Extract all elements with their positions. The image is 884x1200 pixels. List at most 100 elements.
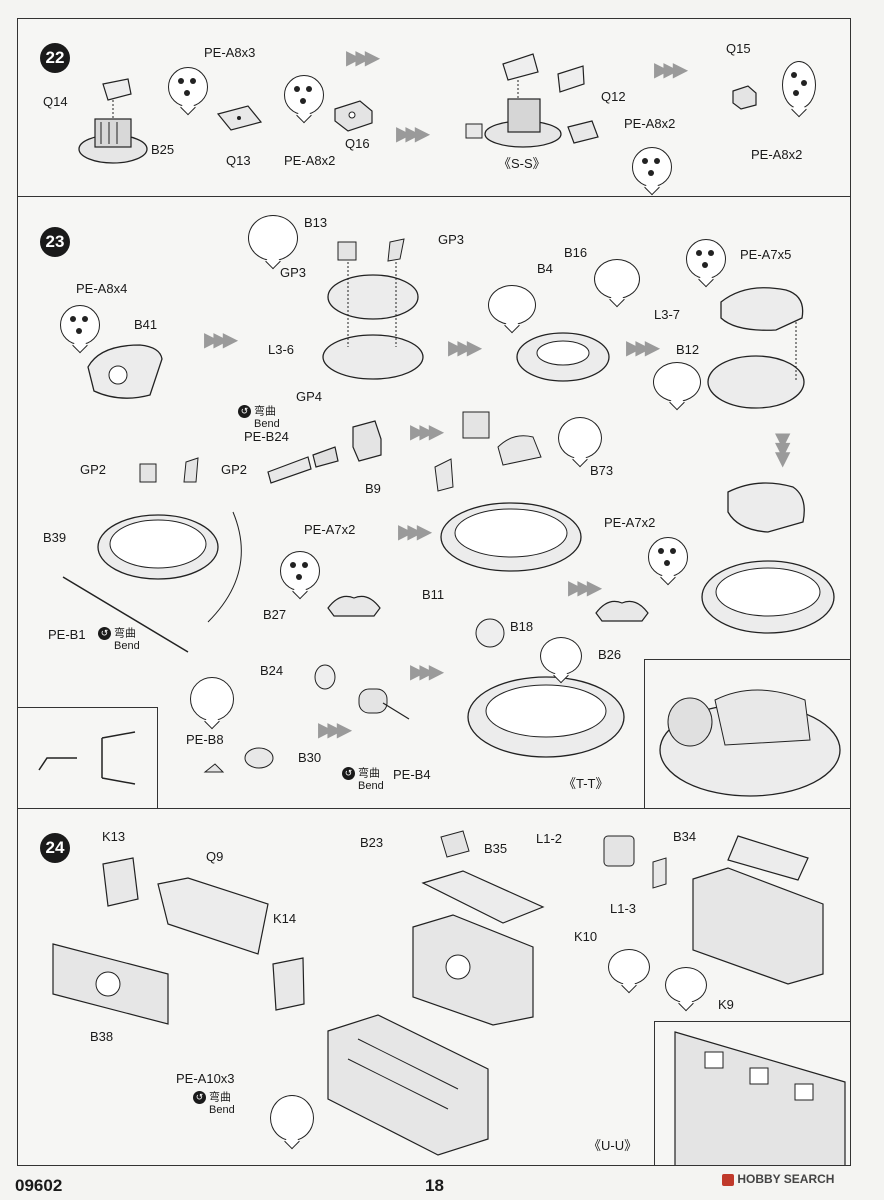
gp4-b9-bracket-part [267, 420, 382, 484]
label-b13: B13 [304, 215, 328, 230]
k10-detail-bubble [608, 949, 650, 985]
label-q15: Q15 [726, 41, 751, 56]
stowage-box-left-assembly [52, 857, 305, 1025]
b18-detail-bubble [540, 637, 582, 675]
label-q16: Q16 [345, 136, 370, 151]
hatch-ring-l3-6 [322, 238, 424, 380]
label-b18: B18 [510, 619, 534, 634]
q13-bracket-part [216, 105, 263, 131]
b73-detail-bubble [558, 417, 602, 459]
b25-hatch-part [78, 78, 148, 164]
label-b12: B12 [676, 342, 700, 357]
footer-page-number: 18 [425, 1176, 444, 1195]
pe-a7x5-detail-bubble [686, 239, 726, 279]
label-u-u: 《U-U》 [588, 1138, 638, 1153]
label-l1-2: L1-2 [536, 831, 563, 846]
b11-turret-ring-assembly [434, 411, 582, 572]
pe-a7x2-detail-bubble-2 [648, 537, 688, 577]
k9-detail-bubble [665, 967, 707, 1003]
label-b16: B16 [564, 245, 588, 260]
s-s-hatch-assembly [465, 53, 585, 148]
pe-a10x3-detail-bubble [270, 1095, 314, 1141]
pe-a8x2-detail-bubble-2 [632, 147, 672, 187]
label-b9: B9 [365, 481, 381, 496]
b39-turret-ring [62, 457, 242, 653]
arrow-22-2: ▶▶▶ [396, 123, 430, 145]
q15-block-part [732, 85, 757, 110]
q16-mount-part [334, 100, 373, 132]
arrow-23-7: ▶▶▶ [318, 719, 352, 741]
label-b73: B73 [590, 463, 614, 478]
b24-searchlight-assembly [314, 664, 410, 720]
label-pe-b4: PE-B4 [393, 767, 431, 782]
label-b25: B25 [151, 142, 175, 157]
label-b35: B35 [484, 841, 508, 856]
pe-a8x2-detail-bubble-1 [284, 75, 324, 115]
label-b27: B27 [263, 607, 287, 622]
label-pe-a7x2-a: PE-A7x2 [304, 522, 356, 537]
arrow-23-down: ▶▶▶ [772, 433, 795, 462]
label-b39: B39 [43, 530, 67, 545]
b4-detail-bubble [488, 285, 536, 325]
label-gp3-b: GP3 [280, 265, 307, 280]
label-pe-b24: PE-B24 [244, 429, 289, 444]
label-pe-a8x2-b: PE-A8x2 [624, 116, 676, 131]
label-b34: B34 [673, 829, 697, 844]
pe-a8x3-detail-bubble [168, 67, 208, 107]
arrow-22-1: ▶▶▶ [346, 47, 380, 69]
label-gp2-a: GP2 [80, 462, 107, 477]
stowage-box-lower-assembly [327, 1014, 489, 1156]
label-pe-a8x2-a: PE-A8x2 [284, 153, 336, 168]
label-gp3-a: GP3 [438, 232, 465, 247]
hatch-ring-l3-7-assembly [707, 287, 805, 409]
label-pe-a7x5: PE-A7x5 [740, 247, 792, 262]
label-b23: B23 [360, 835, 384, 850]
step-23-number: 23 [40, 227, 70, 257]
label-l3-7: L3-7 [654, 307, 681, 322]
label-b26: B26 [598, 647, 622, 662]
u-u-detail-inset [654, 1021, 850, 1165]
q15-detail-bubble [782, 61, 816, 109]
arrow-23-4: ▶▶▶ [410, 421, 444, 443]
label-pe-a7x2-b: PE-A7x2 [604, 515, 656, 530]
label-gp4: GP4 [296, 389, 323, 404]
b26-part [595, 600, 649, 622]
arrow-23-5: ▶▶▶ [398, 521, 432, 543]
pe-a8x4-detail-bubble [60, 305, 100, 345]
label-pe-b8: PE-B8 [186, 732, 224, 747]
arrow-23-2: ▶▶▶ [448, 337, 482, 359]
label-q9: Q9 [206, 849, 224, 864]
step-24-panel: 24 K13 Q9 K14 B38 B23 B35 L1-2 B34 L1-3 … [17, 808, 851, 1166]
footer-code: 09602 [15, 1176, 63, 1195]
label-q13: Q13 [226, 153, 251, 168]
b13-detail-bubble [248, 215, 298, 261]
arrow-23-6: ▶▶▶ [568, 577, 602, 599]
label-b11: B11 [422, 587, 445, 602]
label-k9: K9 [718, 997, 734, 1012]
arrow-23-8: ▶▶▶ [410, 661, 444, 683]
label-b24: B24 [260, 663, 284, 678]
label-k10: K10 [574, 929, 598, 944]
b16-detail-bubble [594, 259, 640, 299]
b27-part [327, 595, 381, 617]
label-k14: K14 [273, 911, 297, 926]
label-q12: Q12 [601, 89, 626, 104]
label-b30: B30 [298, 750, 322, 765]
q12-plate-part [567, 120, 599, 144]
b4-bend-inset [18, 707, 158, 809]
label-q14: Q14 [43, 94, 68, 109]
t-t-turret-ring-assembly [467, 618, 625, 758]
label-pe-a10x3: PE-A10x3 [176, 1071, 235, 1086]
label-pe-b1: PE-B1 [48, 627, 86, 642]
stowage-box-right-assembly [603, 835, 824, 985]
arrow-23-3: ▶▶▶ [626, 337, 660, 359]
right-turret-ring-assembly [701, 482, 835, 634]
label-k13: K13 [102, 829, 126, 844]
label-l3-6: L3-6 [268, 342, 295, 357]
step-22-panel: 22 Q14 B25 PE-A8x3 Q13 Q16 PE-A8x2 ▶▶▶ ▶… [17, 18, 851, 198]
label-gp2-b: GP2 [221, 462, 248, 477]
label-s-s: 《S-S》 [498, 156, 546, 171]
